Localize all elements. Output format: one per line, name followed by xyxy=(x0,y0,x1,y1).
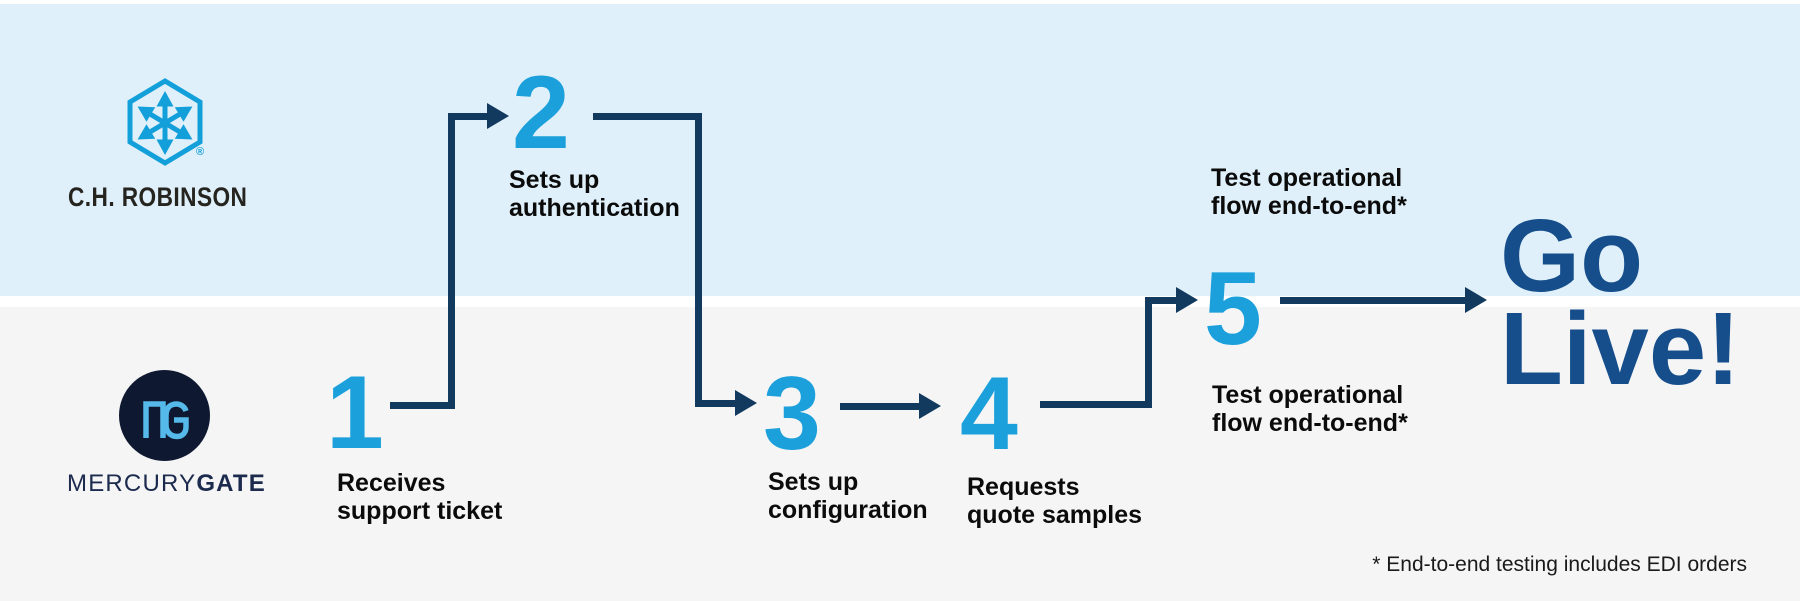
chrobinson-lane xyxy=(0,4,1800,296)
step-5-label-bottom-line2: flow end-to-end* xyxy=(1212,409,1408,437)
lane-separator xyxy=(0,296,1800,307)
connector-3-4 xyxy=(840,403,919,410)
mercurygate-lane xyxy=(0,307,1800,601)
go-live-line1: Go xyxy=(1500,198,1644,313)
chrobinson-wordmark: C.H. ROBINSON xyxy=(68,182,248,212)
arrowhead-icon xyxy=(1465,287,1487,313)
arrowhead-icon xyxy=(1176,287,1198,313)
go-live-line2: Live! xyxy=(1500,291,1741,406)
step-2-label-line2: authentication xyxy=(509,194,680,222)
connector-1-2-vertical xyxy=(448,113,455,409)
mercurygate-wordmark: MERCURYGATE xyxy=(67,470,266,498)
step-3-label-line1: Sets up xyxy=(768,468,859,496)
arrowhead-icon xyxy=(919,393,941,419)
mg-monogram-icon xyxy=(119,370,210,461)
connector-1-2-horizontal xyxy=(390,402,455,409)
step-4-number: 4 xyxy=(960,356,1018,472)
step-3-label: Sets up configuration xyxy=(768,468,928,524)
step-5-label-top: Test operational flow end-to-end* xyxy=(1211,164,1407,220)
arrowhead-icon xyxy=(487,103,509,129)
arrowhead-icon xyxy=(735,390,757,416)
step-5-label-top-line2: flow end-to-end* xyxy=(1211,192,1407,220)
connector-1-2-top xyxy=(448,113,487,120)
step-4-label-line1: Requests xyxy=(967,473,1080,501)
connector-2-3-vertical xyxy=(695,113,702,407)
step-1-label-line2: support ticket xyxy=(337,497,503,525)
step-1-label-line1: Receives xyxy=(337,469,446,497)
connector-5-golive xyxy=(1280,297,1465,304)
step-4-label: Requests quote samples xyxy=(967,473,1142,529)
step-1-label: Receives support ticket xyxy=(337,469,502,525)
step-5-label-bottom-line1: Test operational xyxy=(1212,381,1404,409)
connector-2-3-bottom xyxy=(695,400,735,407)
footnote: * End-to-end testing includes EDI orders xyxy=(1372,553,1747,576)
hexagon-arrows-icon xyxy=(127,78,203,166)
step-2-label: Sets up authentication xyxy=(509,166,680,222)
step-3-number: 3 xyxy=(763,356,821,472)
connector-2-3-top xyxy=(593,113,702,120)
step-2-label-line1: Sets up xyxy=(509,166,600,194)
connector-4-5-bottom xyxy=(1040,401,1152,408)
mercurygate-wordmark-mercury: MERCURY xyxy=(67,470,197,497)
step-3-label-line2: configuration xyxy=(768,496,928,524)
mercurygate-wordmark-gate: GATE xyxy=(196,470,266,497)
step-5-label-bottom: Test operational flow end-to-end* xyxy=(1212,381,1408,437)
connector-4-5-vertical xyxy=(1145,300,1152,408)
step-1-number: 1 xyxy=(326,355,384,471)
step-5-number: 5 xyxy=(1204,251,1262,367)
registered-trademark: ® xyxy=(196,146,205,158)
go-live-text: Go Live! xyxy=(1500,198,1741,406)
step-5-label-top-line1: Test operational xyxy=(1211,164,1403,192)
step-2-number: 2 xyxy=(512,55,570,171)
step-4-label-line2: quote samples xyxy=(967,501,1143,529)
connector-4-5-top xyxy=(1145,297,1176,304)
